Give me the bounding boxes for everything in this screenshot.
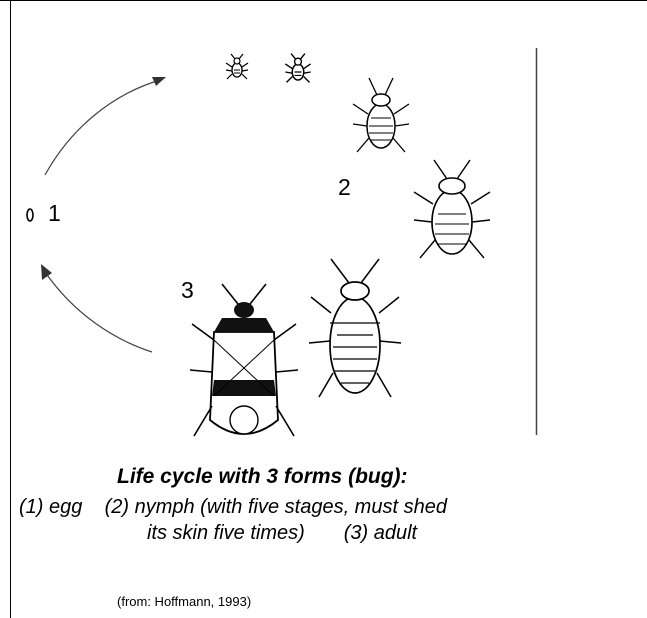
- nymph-stage-3: [353, 78, 409, 152]
- nymph-stage-1: [226, 54, 248, 79]
- nymph-stage-2: [285, 54, 310, 83]
- source-citation: (from: Hoffmann, 1993): [117, 594, 251, 609]
- egg: [27, 209, 33, 221]
- egg-label: 1: [48, 200, 61, 227]
- arrowhead-top: [152, 77, 166, 86]
- arrow-adult-to-egg: [45, 272, 152, 352]
- nymph-stage-4: [414, 160, 490, 258]
- nymph-stage-5: [309, 259, 401, 397]
- caption-title: Life cycle with 3 forms (bug):: [117, 465, 408, 489]
- arrow-egg-to-nymph: [45, 80, 160, 175]
- nymph-label: 2: [338, 174, 351, 201]
- arrowhead-bottom: [41, 264, 52, 280]
- adult-label: 3: [181, 277, 194, 304]
- adult-bug: [190, 284, 298, 436]
- caption-line-2: its skin five times) (3) adult: [147, 522, 417, 545]
- caption-line-1: (1) egg (2) nymph (with five stages, mus…: [19, 496, 447, 519]
